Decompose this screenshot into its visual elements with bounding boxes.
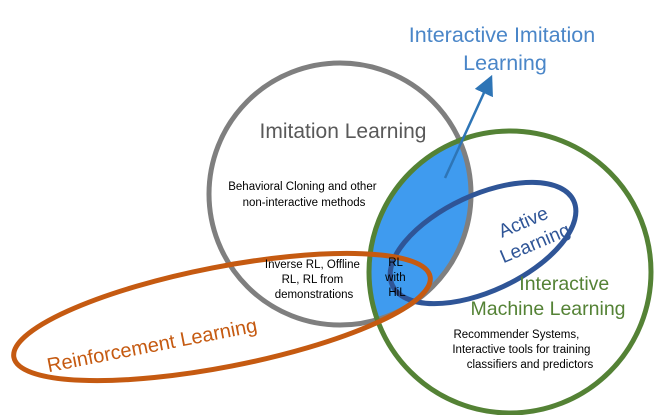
interactive-ml-circle — [366, 128, 654, 415]
interactive-ml-title: Interactive Machine Learning — [470, 273, 625, 320]
overlap-region — [369, 131, 471, 325]
reinforcement-learning-ellipse — [11, 250, 433, 384]
active-learning-ellipse — [387, 179, 579, 307]
active-learning-title: Active Learning — [488, 198, 574, 268]
recommender-text: Recommender Systems, Interactive tools f… — [452, 329, 593, 371]
inverse-rl-text: Inverse RL, Offline RL, RL from demonstr… — [265, 259, 363, 301]
imitation-learning-title: Imitation Learning — [260, 120, 427, 143]
rl-hil-text: RL with HiL — [384, 257, 409, 299]
interactive-imitation-title: Interactive Imitation Learning — [409, 23, 601, 75]
behavioral-cloning-text: Behavioral Cloning and other non-interac… — [228, 181, 380, 209]
arrow-line — [443, 74, 493, 179]
